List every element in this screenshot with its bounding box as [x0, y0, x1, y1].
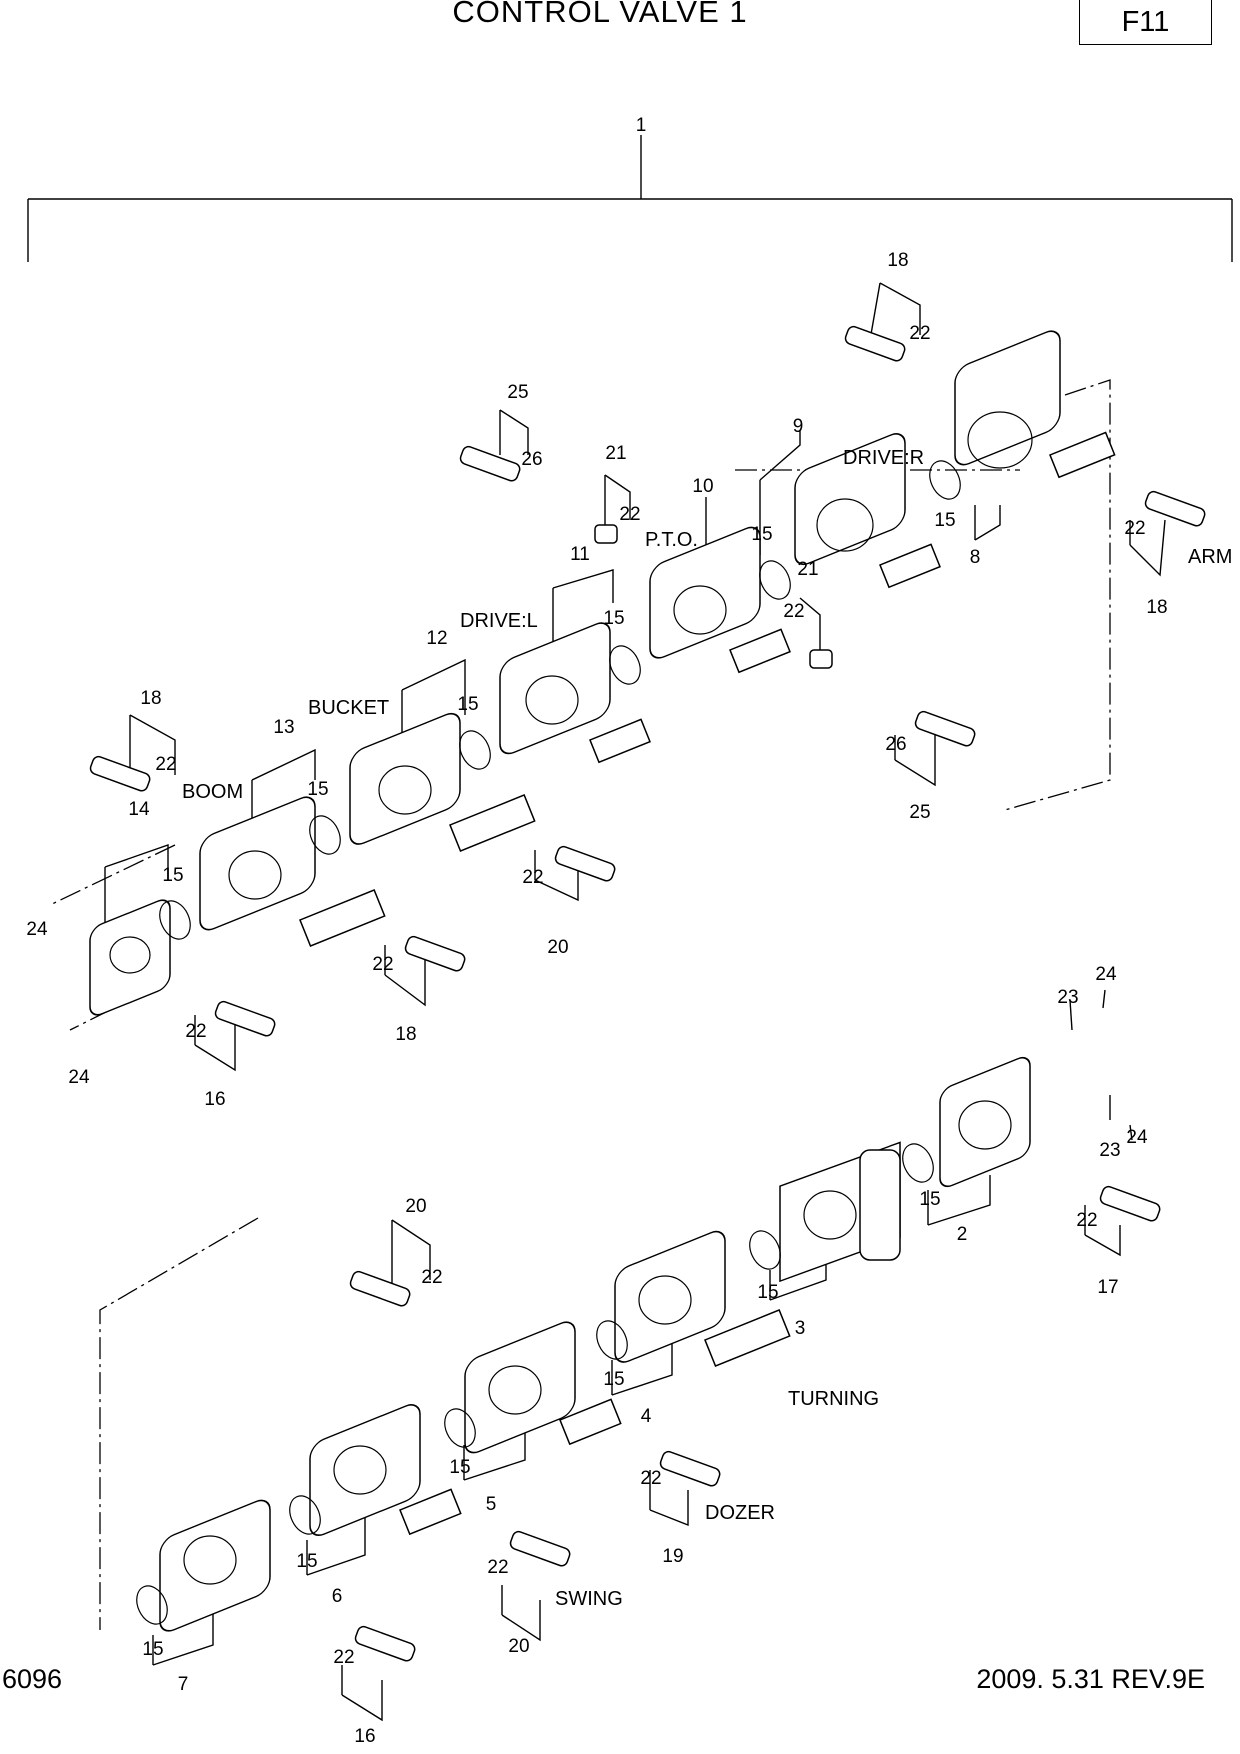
section-label-arm: ARM: [1188, 546, 1232, 568]
callout-22: 22: [522, 867, 543, 888]
o-rings: [136, 460, 961, 1625]
section-label-drive-l: DRIVE:L: [460, 610, 538, 632]
callout-15: 15: [307, 779, 328, 800]
footer-drawing-number: 6096: [2, 1664, 63, 1694]
page-code-box: F11: [1079, 0, 1212, 45]
callout-10: 10: [692, 476, 713, 497]
callout-15: 15: [457, 694, 478, 715]
callout-23: 23: [1057, 987, 1078, 1008]
callout-25: 25: [909, 802, 930, 823]
callout-15: 15: [603, 1369, 624, 1390]
callout-18: 18: [140, 688, 161, 709]
callout-18: 18: [395, 1024, 416, 1045]
callout-15: 15: [603, 608, 624, 629]
callout-11: 11: [570, 544, 590, 565]
callout-22: 22: [1124, 518, 1145, 539]
callout-19: 19: [662, 1546, 683, 1567]
callout-15: 15: [449, 1457, 470, 1478]
section-labels: ARM DRIVE:R P.T.O. DRIVE:L BUCKET BOOM T…: [182, 447, 1232, 1610]
section-label-swing: SWING: [555, 1588, 623, 1610]
callout-15: 15: [162, 865, 183, 886]
callout-12: 12: [426, 628, 447, 649]
relief-valves: [89, 325, 1206, 1662]
valve-inlet-section: [89, 899, 171, 1016]
callout-3: 3: [795, 1318, 806, 1339]
callout-15: 15: [751, 524, 772, 545]
callout-26: 26: [521, 449, 542, 470]
callout-17: 17: [1097, 1277, 1118, 1298]
callout-24: 24: [1095, 964, 1117, 985]
callout-22: 22: [783, 601, 804, 622]
callout-24: 24: [1126, 1127, 1148, 1148]
callout-15: 15: [142, 1639, 163, 1660]
callout-22: 22: [487, 1557, 508, 1578]
valve-section-turning: [614, 1230, 791, 1367]
valve-section-3: [779, 1141, 901, 1283]
callout-22: 22: [619, 504, 640, 525]
dashed-centerlines: [49, 379, 1111, 1630]
leader-lines: [104, 282, 1166, 1722]
callout-22: 22: [1076, 1210, 1097, 1231]
callout-15: 15: [757, 1282, 778, 1303]
callout-26: 26: [885, 734, 906, 755]
callout-8: 8: [970, 547, 981, 568]
callout-15: 15: [934, 510, 955, 531]
assembly-bracket: [27, 135, 1233, 262]
section-label-dozer: DOZER: [705, 1502, 775, 1524]
callout-23: 23: [1099, 1140, 1120, 1161]
callout-20: 20: [508, 1636, 529, 1657]
callout-22: 22: [155, 754, 176, 775]
callout-16: 16: [204, 1089, 225, 1110]
valve-section-arm: [954, 330, 1116, 479]
callout-6: 6: [332, 1586, 343, 1607]
callout-13: 13: [273, 717, 294, 738]
callout-7: 7: [178, 1674, 189, 1695]
valve-section-dozer: [464, 1321, 622, 1454]
valve-section-7: [159, 1499, 271, 1632]
callout-22: 22: [909, 323, 930, 344]
valve-section-boom: [199, 796, 386, 947]
callout-20: 20: [547, 937, 568, 958]
callout-24: 24: [68, 1067, 90, 1088]
valve-section-drive-l: [499, 622, 651, 764]
callout-21: 21: [797, 559, 818, 580]
callout-16: 16: [354, 1726, 375, 1747]
callout-24: 24: [26, 919, 48, 940]
callout-15: 15: [296, 1551, 317, 1572]
callout-22: 22: [372, 954, 393, 975]
valve-section-swing: [309, 1404, 462, 1537]
callout-22: 22: [640, 1468, 661, 1489]
callout-9: 9: [793, 416, 804, 437]
section-label-pto: P.T.O.: [645, 529, 698, 551]
callout-4: 4: [641, 1406, 652, 1427]
callout-22: 22: [421, 1267, 442, 1288]
valve-section-bucket: [349, 712, 536, 852]
callout-18: 18: [887, 250, 908, 271]
callout-1: 1: [636, 115, 647, 136]
callout-2: 2: [957, 1224, 968, 1245]
section-label-bucket: BUCKET: [308, 697, 389, 719]
callout-14: 14: [128, 799, 150, 820]
callout-5: 5: [486, 1494, 497, 1515]
valve-section-pto: [649, 526, 791, 674]
section-label-turning: TURNING: [788, 1388, 879, 1410]
valve-section-drive-r: [794, 433, 941, 589]
page-title: CONTROL VALVE 1: [452, 0, 748, 29]
callout-15: 15: [919, 1189, 940, 1210]
section-label-boom: BOOM: [182, 781, 243, 803]
callout-18: 18: [1146, 597, 1167, 618]
section-label-drive-r: DRIVE:R: [843, 447, 924, 469]
callout-22: 22: [185, 1021, 206, 1042]
callout-22: 22: [333, 1647, 354, 1668]
footer-revision: 2009. 5.31 REV.9E: [976, 1664, 1205, 1694]
callout-labels: 1 18 22 25 26 21 22 9 10 15 21 22 11 15 …: [26, 115, 1167, 1747]
callout-25: 25: [507, 382, 528, 403]
callout-21: 21: [605, 443, 626, 464]
valve-outlet-section: [939, 1056, 1031, 1188]
callout-20: 20: [405, 1196, 426, 1217]
